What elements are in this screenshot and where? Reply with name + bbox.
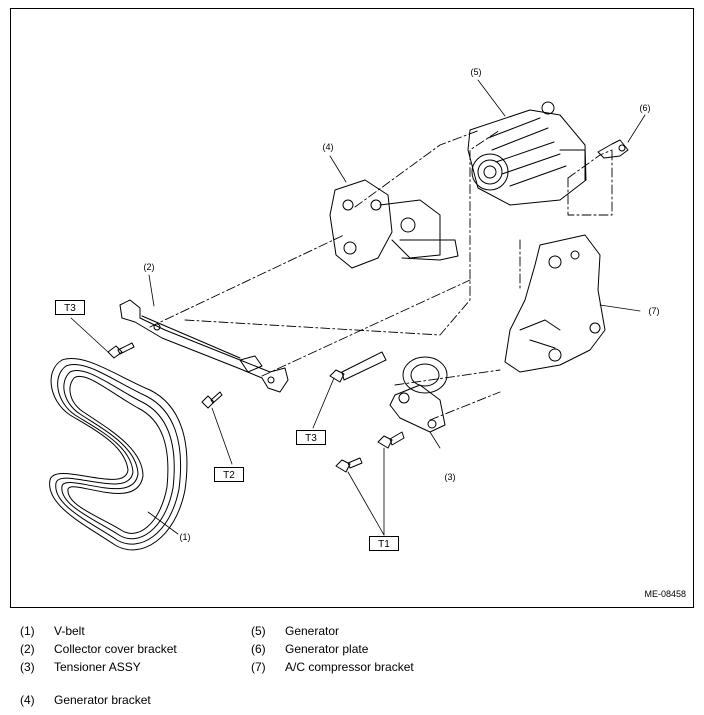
legend-number: (7) xyxy=(251,660,266,674)
legend-number: (6) xyxy=(251,642,266,656)
bolt-t3-left xyxy=(107,342,135,359)
legend-number: (3) xyxy=(20,660,35,674)
bolt-t3-center xyxy=(329,351,387,383)
tensioner-assy xyxy=(389,356,448,433)
bolt-t2 xyxy=(201,391,223,409)
legend-label: Tensioner ASSY xyxy=(54,660,141,674)
legend-item-3: (3) Tensioner ASSY xyxy=(20,660,141,674)
callout-2: (2) xyxy=(143,262,155,272)
torque-label-t3-left: T3 xyxy=(55,300,85,315)
v-belt xyxy=(49,358,188,551)
drawing-id: ME-08458 xyxy=(644,589,686,599)
callout-4: (4) xyxy=(322,142,334,152)
legend-item-6: (6) Generator plate xyxy=(251,642,368,656)
legend-label: Generator plate xyxy=(285,642,369,656)
collector-cover-bracket xyxy=(119,299,289,393)
generator xyxy=(467,101,587,206)
legend-number: (1) xyxy=(20,624,35,638)
legend-label: Generator xyxy=(285,624,340,638)
callout-7: (7) xyxy=(648,306,660,316)
legend-label: Generator bracket xyxy=(54,693,151,707)
callout-5: (5) xyxy=(470,67,482,77)
generator-bracket xyxy=(329,179,459,269)
torque-label-t1: T1 xyxy=(369,536,399,551)
legend-item-4: (4) Generator bracket xyxy=(20,693,151,707)
legend-number: (4) xyxy=(20,693,35,707)
callout-3: (3) xyxy=(444,472,456,482)
generator-plate xyxy=(597,139,629,159)
legend-label: V-belt xyxy=(54,624,85,638)
legend-label: Collector cover bracket xyxy=(54,642,177,656)
legend-item-2: (2) Collector cover bracket xyxy=(20,642,177,656)
legend-item-1: (1) V-belt xyxy=(20,624,85,638)
legend-item-7: (7) A/C compressor bracket xyxy=(251,660,414,674)
alignment-lines xyxy=(149,129,613,421)
exploded-view-drawing xyxy=(49,79,646,551)
callout-6: (6) xyxy=(639,103,651,113)
diagram-frame xyxy=(10,8,694,608)
bolts-t1 xyxy=(335,431,405,473)
callout-1: (1) xyxy=(179,532,191,542)
legend-item-5: (5) Generator xyxy=(251,624,339,638)
legend-label: A/C compressor bracket xyxy=(285,660,414,674)
legend-number: (5) xyxy=(251,624,266,638)
torque-label-t2: T2 xyxy=(214,467,244,482)
legend-number: (2) xyxy=(20,642,35,656)
ac-compressor-bracket xyxy=(504,234,606,373)
torque-label-t3-center: T3 xyxy=(296,430,326,445)
leader-lines xyxy=(70,79,646,536)
